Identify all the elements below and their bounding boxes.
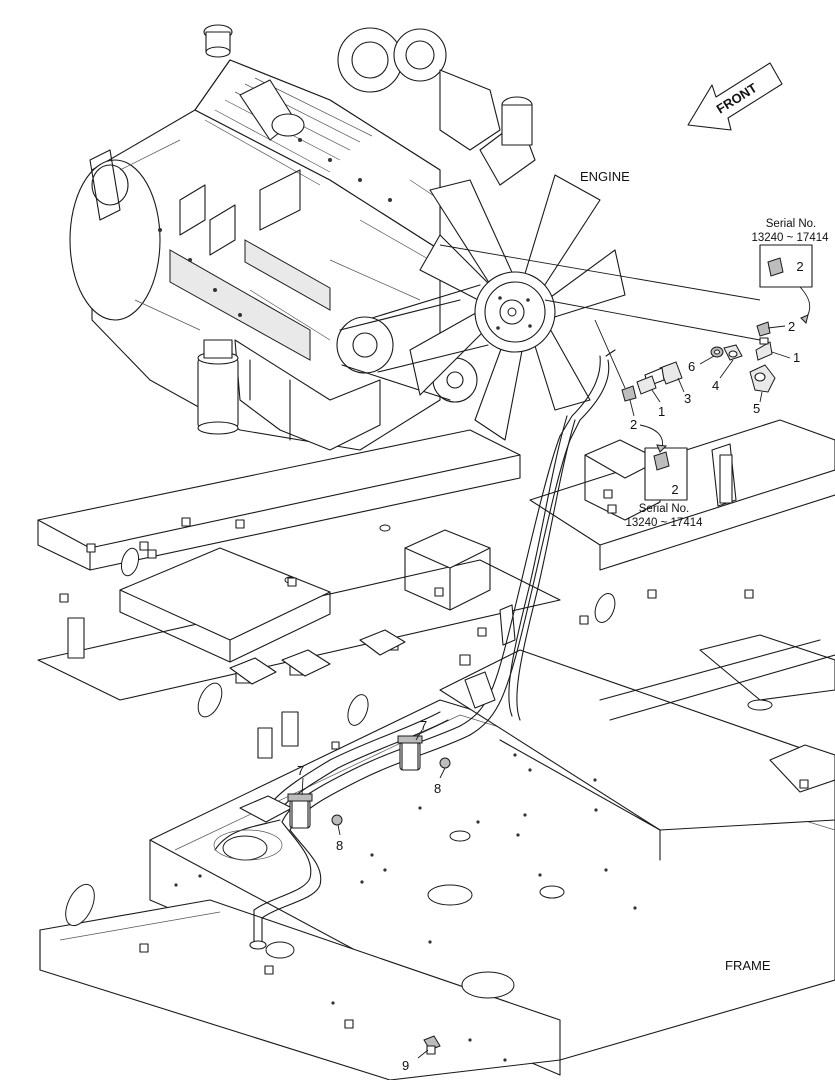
serial-callout-part: 2 [796, 259, 803, 274]
part-number-5: 5 [753, 401, 760, 416]
serial-callout-range: 13240 ~ 17414 [625, 517, 703, 529]
serial-callout-upper: Serial No. 13240 ~ 17414 2 [751, 218, 829, 324]
part-number-6: 6 [688, 359, 695, 374]
engine-label: ENGINE [580, 169, 630, 184]
engine-assembly [69, 24, 536, 451]
serial-callout-title: Serial No. [766, 218, 817, 230]
fittings-group [439, 244, 776, 402]
cooling-fan [371, 174, 626, 441]
part-number-8: 8 [336, 838, 343, 853]
serial-callout-part: 2 [671, 482, 678, 497]
part-callouts: 1 2 4 5 6 3 1 2 7 7 8 8 9 [297, 319, 800, 1073]
part-number-1: 1 [658, 404, 665, 419]
front-direction-arrow: FRONT [687, 62, 783, 131]
part-number-2: 2 [630, 417, 637, 432]
clamp-assembly-lower [287, 793, 343, 829]
part-number-1: 1 [793, 350, 800, 365]
part-number-9: 9 [402, 1058, 409, 1073]
part-number-2: 2 [788, 319, 795, 334]
part-number-7: 7 [420, 718, 427, 733]
serial-callout-title: Serial No. [639, 503, 690, 515]
frame-structure [37, 419, 835, 1080]
part-number-4: 4 [712, 378, 719, 393]
frame-label: FRAME [725, 958, 771, 973]
serial-callout-lower: 2 Serial No. 13240 ~ 17414 [625, 424, 703, 529]
part-number-7: 7 [297, 763, 304, 778]
part-number-3: 3 [684, 391, 691, 406]
part-number-8: 8 [434, 781, 441, 796]
drain-bolt [423, 1035, 441, 1055]
serial-callout-range: 13240 ~ 17414 [751, 232, 829, 244]
